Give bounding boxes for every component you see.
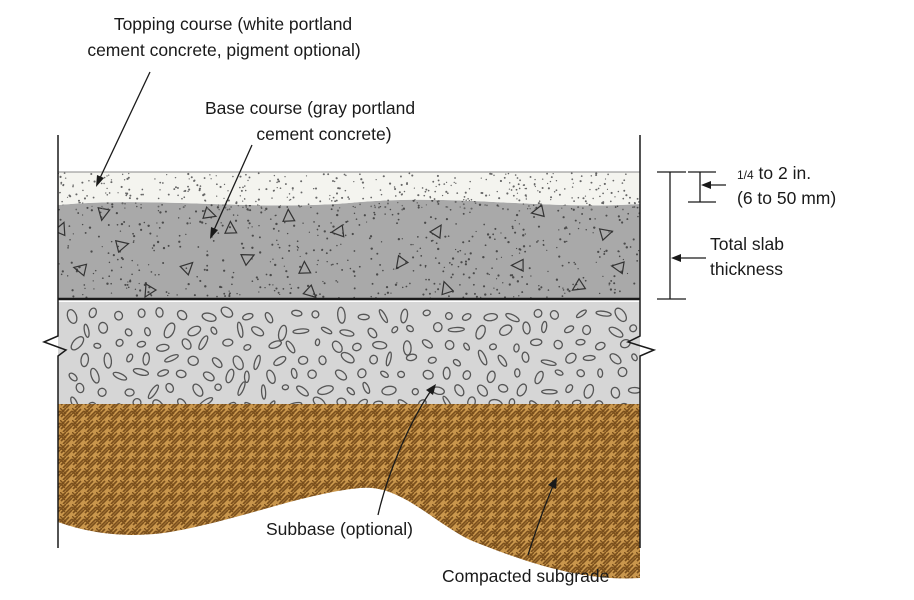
topping-leader [96, 71, 151, 187]
subbase-label: Subbase (optional) [266, 519, 413, 539]
base-course-layer [58, 199, 640, 299]
base-leader [210, 144, 253, 239]
total-slab-arrow [671, 254, 706, 262]
compacted-subgrade-label: Compacted subgrade [442, 566, 609, 586]
svg-text:Base course (gray portland: Base course (gray portland [205, 98, 415, 118]
svg-text:cement concrete, pigment optio: cement concrete, pigment optional) [87, 40, 360, 60]
svg-text:cement concrete): cement concrete) [256, 124, 391, 144]
subbase-leader [377, 384, 436, 516]
subbase-layer [58, 302, 640, 404]
topping-thickness-dimension [688, 171, 716, 203]
right-boundary-line [625, 135, 657, 548]
subgrade-leader [527, 477, 557, 556]
svg-text:Total slab: Total slab [710, 234, 784, 254]
svg-text:Topping course (white portland: Topping course (white portland [114, 14, 352, 34]
base-course-label: Base course (gray portland cement concre… [205, 98, 415, 144]
svg-text:1/4 to 2 in.: 1/4 to 2 in. [737, 163, 811, 183]
subgrade-layer [58, 404, 640, 579]
total-slab-thickness-label: Total slab thickness [710, 234, 784, 279]
left-boundary-line [41, 135, 68, 548]
svg-text:thickness: thickness [710, 259, 783, 279]
topping-thickness-label: 1/4 to 2 in. (6 to 50 mm) [737, 163, 836, 208]
topping-thickness-arrow [701, 181, 726, 189]
total-slab-dimension [657, 171, 686, 300]
topping-course-layer [58, 172, 640, 212]
svg-text:(6 to 50 mm): (6 to 50 mm) [737, 188, 836, 208]
topping-course-label: Topping course (white portland cement co… [87, 14, 360, 60]
